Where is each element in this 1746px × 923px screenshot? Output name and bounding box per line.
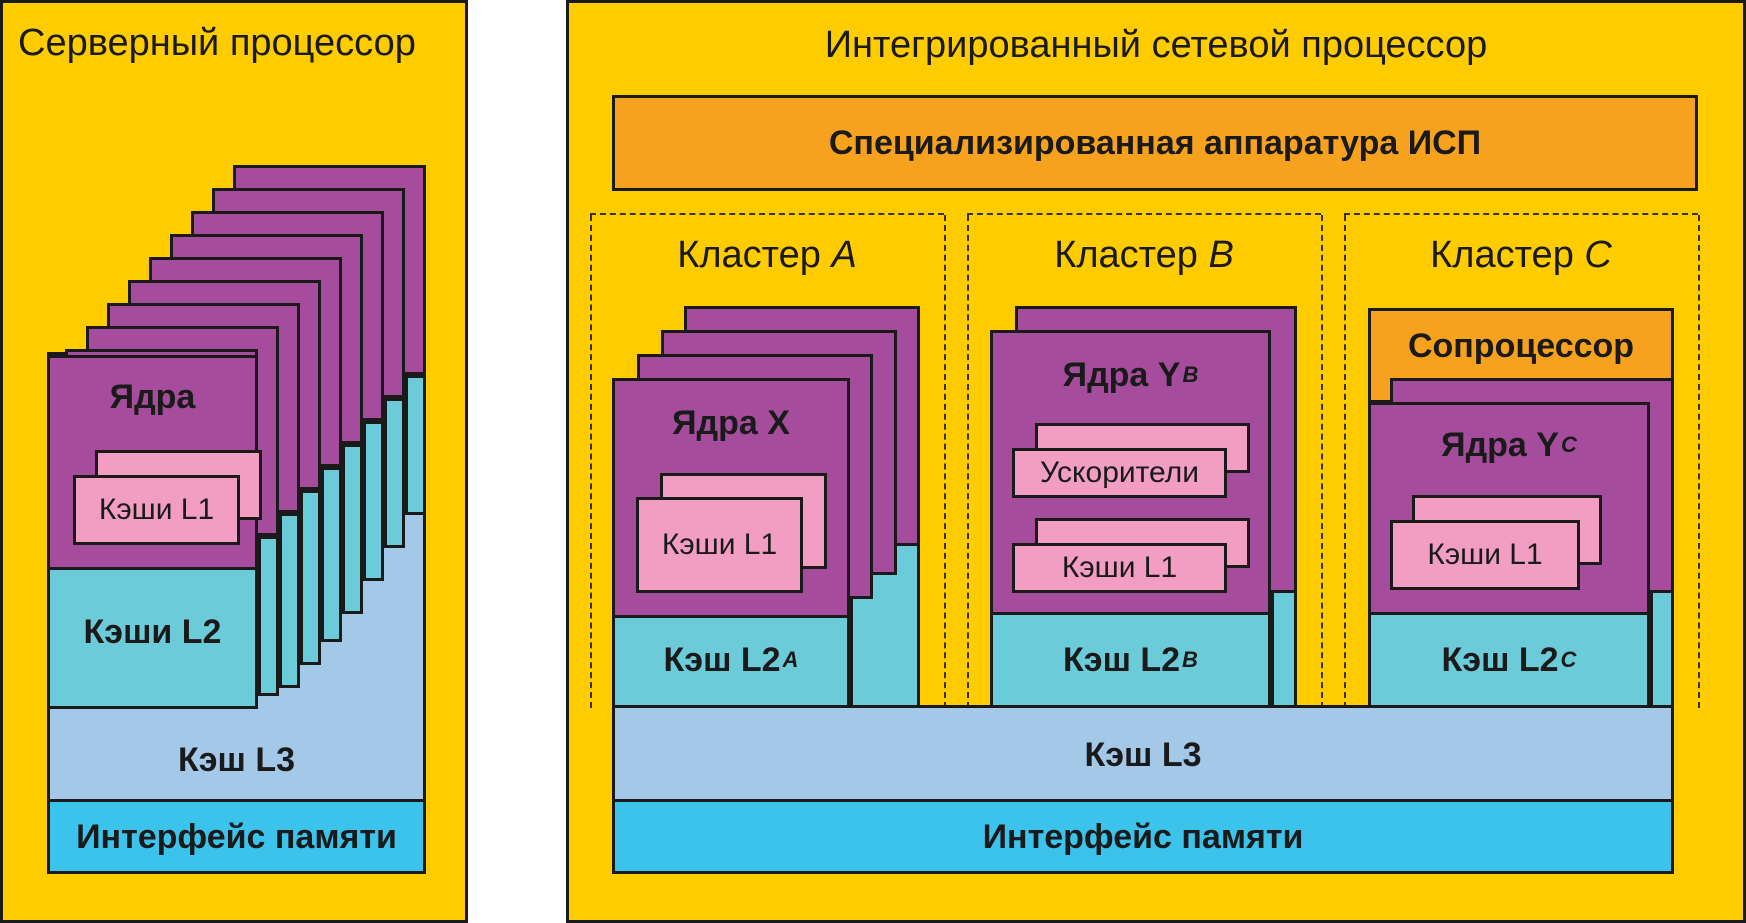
cluster-a-l1-cache: Кэши L1 [636, 497, 803, 593]
cluster-frame-top [590, 213, 944, 215]
cluster-frame-top [1344, 213, 1698, 215]
cluster-b-title: Кластер B [1054, 233, 1234, 276]
server-memory-interface [47, 799, 426, 874]
cluster-frame-top [967, 213, 1321, 215]
core-layer-l2 [342, 444, 363, 614]
cluster-c-l2-back [1650, 590, 1674, 708]
isp-hardware: Специализированная аппаратура ИСП [612, 95, 1698, 191]
cluster-frame-side [1698, 215, 1700, 708]
core-layer-l2 [384, 398, 405, 548]
cluster-frame-side [590, 215, 592, 708]
server-l2-cache [47, 567, 258, 709]
core-layer-l2 [363, 421, 384, 581]
cluster-frame-side [1344, 215, 1346, 708]
cluster-b-accelerators: Ускорители [1012, 448, 1227, 498]
isp-l3-cache [612, 705, 1674, 802]
cluster-c-l2-cache [1368, 612, 1650, 708]
isp-memory-interface [612, 799, 1674, 874]
core-layer-l2 [300, 490, 321, 665]
cluster-frame-side [1321, 215, 1323, 708]
core-layer-l2 [321, 467, 342, 642]
cluster-c-title: Кластер C [1430, 233, 1612, 276]
server-memory-label: Интерфейс памяти [76, 817, 397, 856]
server-l2-label: Кэши L2 [83, 613, 222, 651]
server-l1-cache: Кэши L1 [73, 475, 240, 545]
cluster-b-l1-cache: Кэши L1 [1012, 543, 1227, 593]
cluster-b-l2-cache [990, 612, 1271, 708]
server-l3-label: Кэш L3 [178, 740, 295, 779]
core-layer-l2 [258, 536, 279, 696]
cluster-a-title: Кластер A [677, 233, 857, 276]
cluster-c-l1-cache: Кэши L1 [1390, 520, 1580, 590]
cluster-frame-side [944, 215, 946, 708]
core-layer-l2 [405, 375, 426, 515]
core-layer-l2 [279, 513, 300, 688]
isp-l3-label: Кэш L3 [1084, 735, 1202, 774]
server-processor-title: Серверный процессор [18, 22, 416, 64]
isp-title: Интегрированный сетевой процессор [824, 24, 1488, 66]
cluster-b-l2-back [1271, 590, 1297, 708]
cluster-frame-side [967, 215, 969, 708]
isp-memory-label: Интерфейс памяти [982, 817, 1304, 856]
cluster-a-cores-label: Ядра X [672, 403, 790, 442]
server-cores-label: Ядра [109, 378, 196, 416]
